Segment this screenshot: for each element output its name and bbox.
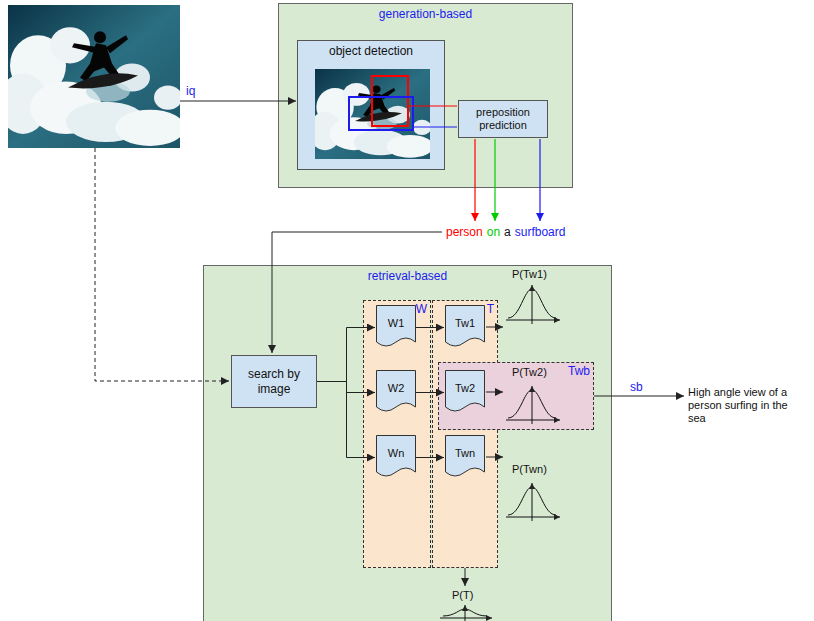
- group-box: TTw1Twn: [432, 300, 498, 568]
- text-label: P(Twn): [512, 463, 547, 476]
- group-box: WW1W2Wn: [363, 300, 431, 568]
- connector: [317, 328, 375, 382]
- arrow: [272, 232, 442, 353]
- text-label: P(Tw1): [512, 268, 547, 281]
- text-label: person: [446, 225, 483, 239]
- arrow: [494, 139, 495, 221]
- text-label: P(Tw2): [512, 366, 547, 379]
- arrow: [486, 457, 503, 458]
- box-title: generation-based: [279, 7, 572, 21]
- arrow: [486, 392, 503, 393]
- distribution-curve: [440, 605, 492, 621]
- document-shape: Wn: [376, 435, 416, 480]
- person-bbox: [372, 76, 408, 126]
- document-shape: Tw1: [445, 305, 485, 350]
- board-bbox: [349, 97, 413, 130]
- distribution-curve: [506, 386, 560, 424]
- process-box: search by image: [231, 355, 317, 408]
- query-photo: [0, 5, 185, 148]
- box-label: Twn: [455, 447, 475, 460]
- connector: [317, 382, 375, 458]
- connector: [416, 392, 444, 393]
- arrow: [594, 396, 684, 397]
- box-label: W1: [388, 317, 405, 330]
- arrow: [539, 139, 540, 221]
- connector: [416, 327, 444, 328]
- box-title: T: [433, 302, 497, 316]
- wire: [413, 126, 457, 127]
- box-label: preposition prediction: [462, 106, 544, 132]
- detection-thumbnail: [308, 69, 433, 159]
- wire: [408, 105, 457, 106]
- document-shape: Twn: [445, 435, 485, 480]
- document-shape: W2: [376, 370, 416, 415]
- box-label: search by image: [235, 367, 313, 396]
- connector: [416, 457, 444, 458]
- document-shape: Tw2: [445, 370, 485, 415]
- text-label: surfboard: [515, 225, 566, 239]
- box-title: retrieval-based: [204, 269, 611, 283]
- arrow: [486, 327, 503, 328]
- arrow: [180, 101, 296, 102]
- text-label: P(T): [452, 589, 473, 602]
- arrow: [465, 568, 466, 586]
- text-label: sb: [630, 380, 643, 394]
- text-label: a: [504, 225, 511, 239]
- box-label: Tw1: [455, 317, 475, 330]
- region-box: retrieval-basedsearch by imageWW1W2WnTTw…: [203, 265, 612, 621]
- box-label: Wn: [388, 447, 405, 460]
- box-label: W2: [388, 382, 405, 395]
- dashed-arrow: [95, 148, 229, 381]
- box-title: W: [364, 302, 430, 316]
- document-shape: W1: [376, 305, 416, 350]
- box-label: Tw2: [455, 382, 475, 395]
- text-label: on: [487, 225, 500, 239]
- arrow: [474, 139, 475, 221]
- distribution-curve: [506, 285, 560, 324]
- text-label: iq: [186, 84, 195, 98]
- box-title: object detection: [298, 44, 444, 58]
- distribution-curve: [506, 483, 560, 521]
- text-label: High angle view of a person surfing in t…: [688, 386, 808, 426]
- process-box: preposition prediction: [458, 100, 548, 138]
